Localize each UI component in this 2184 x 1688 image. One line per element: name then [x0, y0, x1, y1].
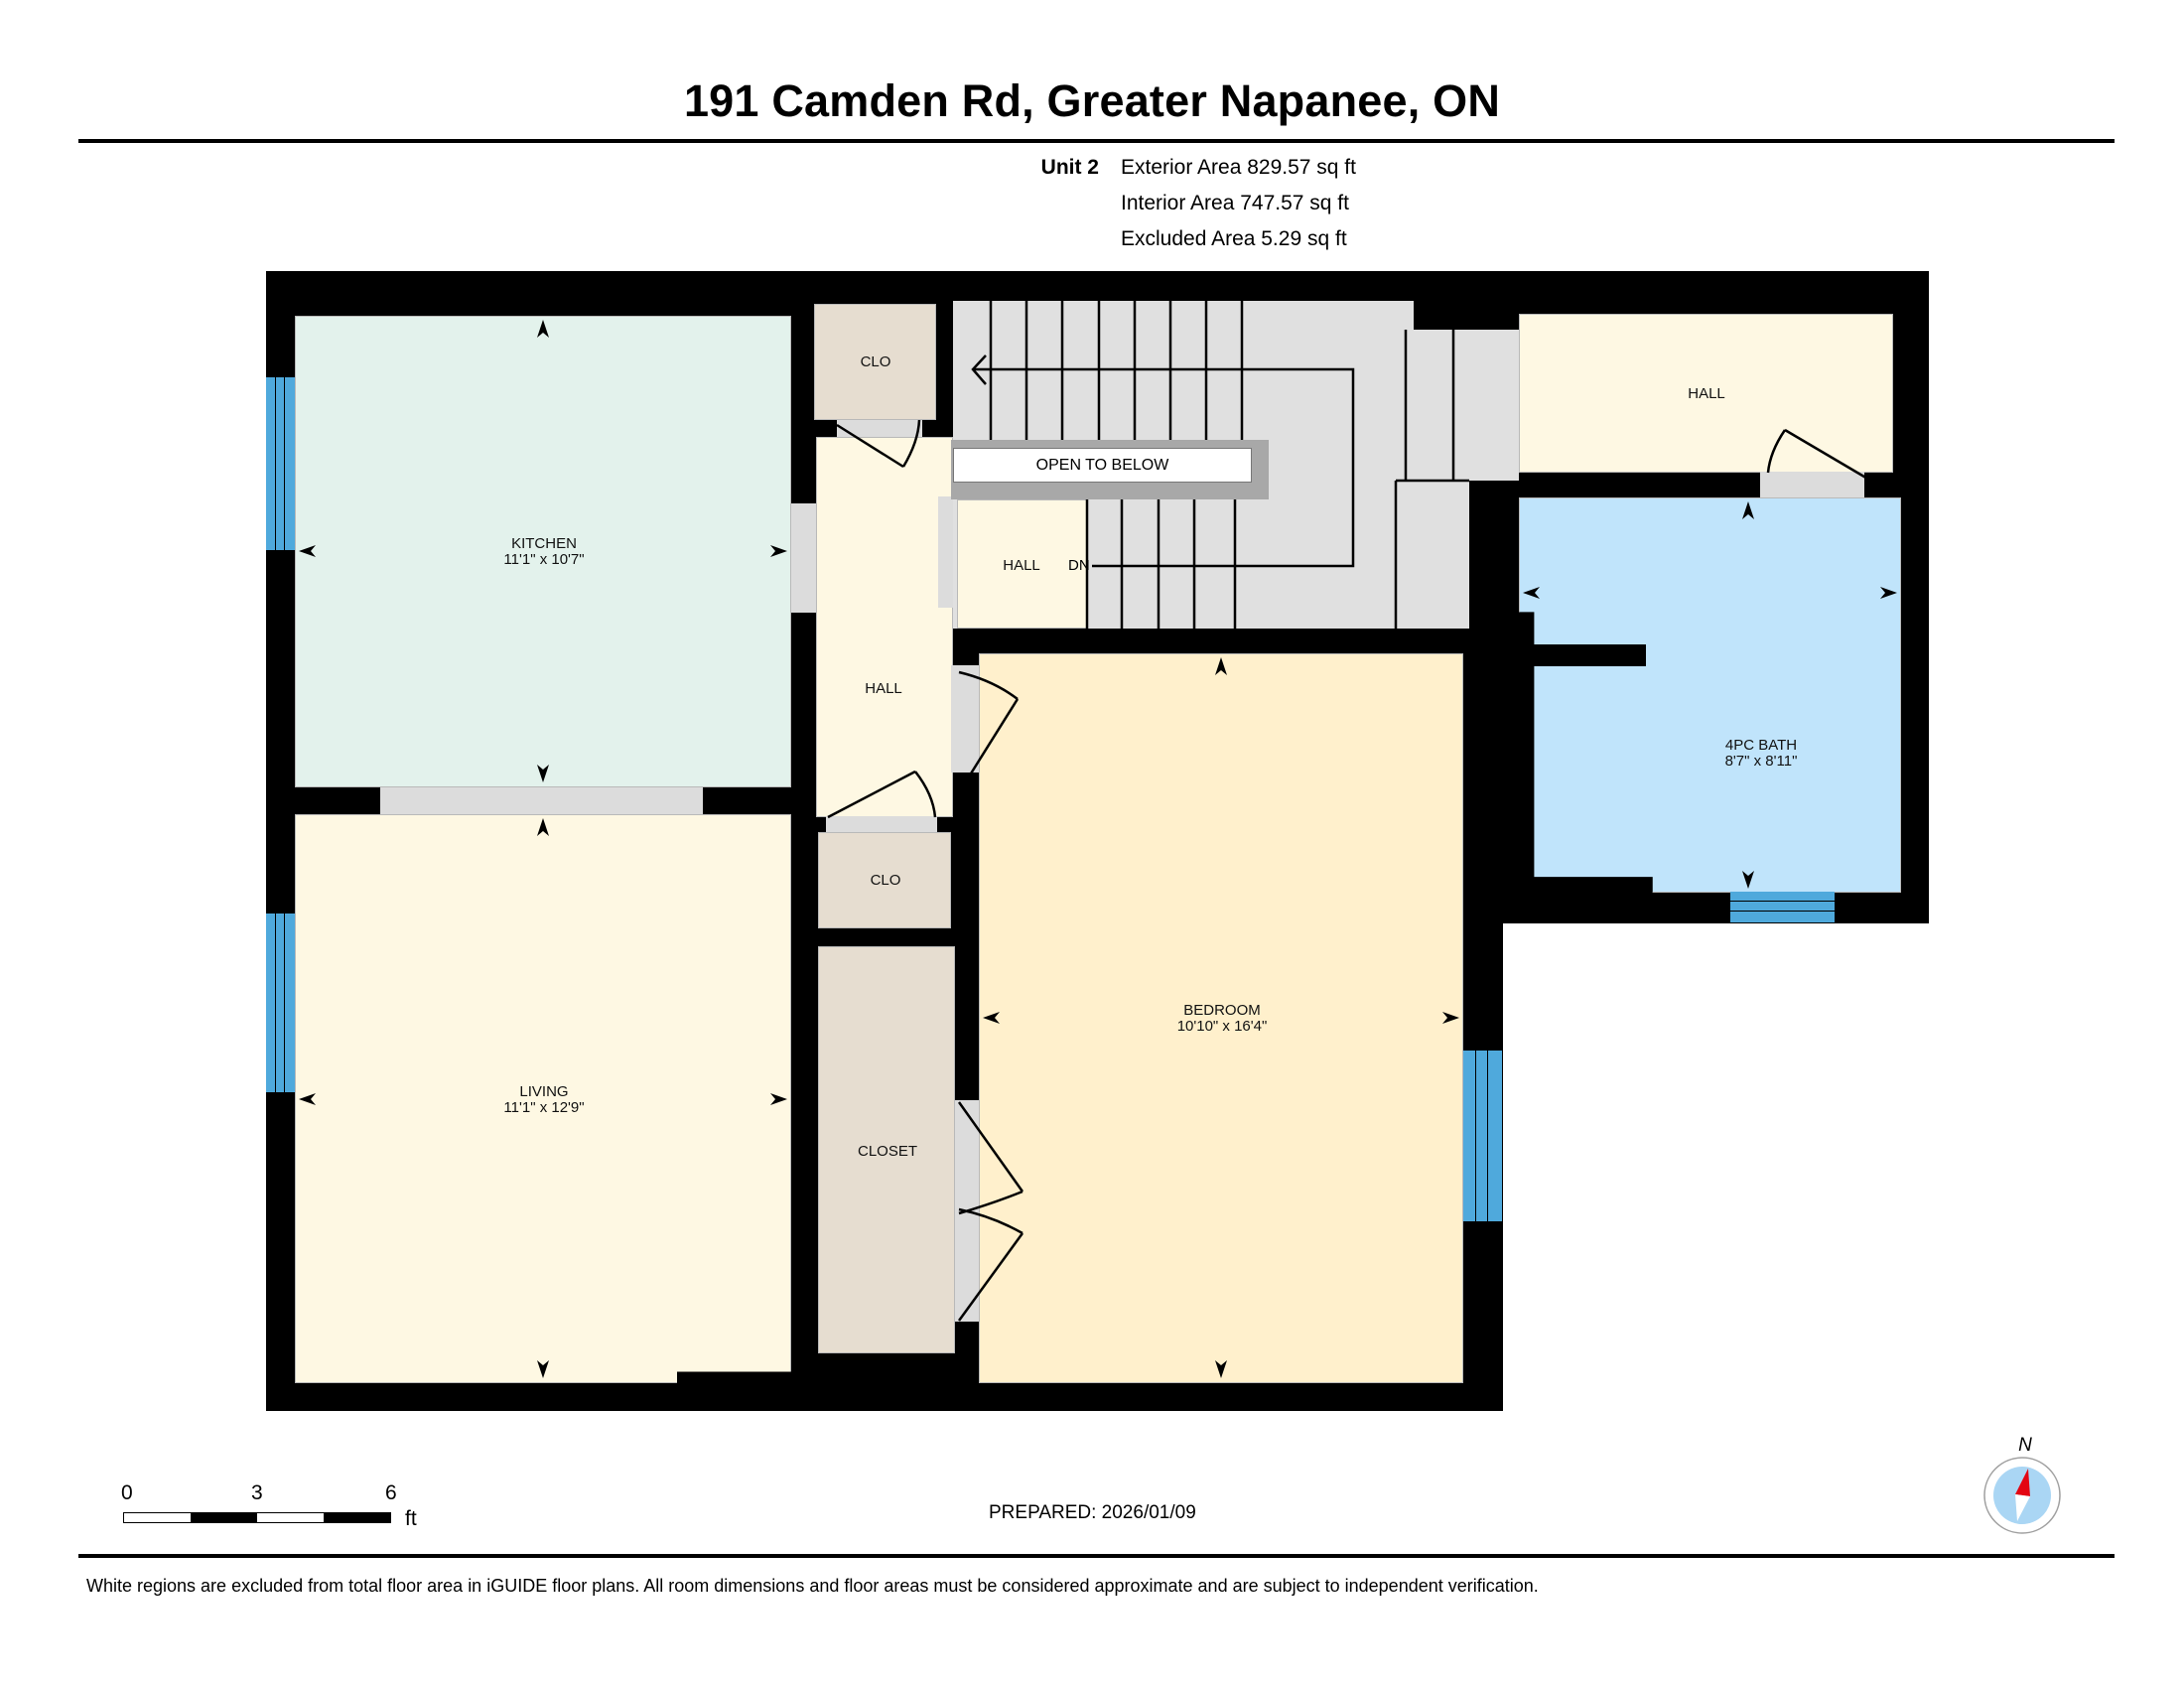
excluded-area: Excluded Area 5.29 sq ft — [1121, 227, 1347, 250]
opening-hall-bath — [1760, 472, 1864, 497]
bottom-rule — [78, 1554, 2115, 1558]
bedroom-dims: 10'10" x 16'4" — [1176, 1018, 1268, 1035]
window-bedroom — [1463, 1051, 1502, 1221]
page-title: 191 Camden Rd, Greater Napanee, ON — [683, 75, 1501, 126]
stair-dn-label: DN — [1068, 557, 1090, 574]
scale-tick-6-label: 6 — [385, 1481, 397, 1504]
clo-lower-name: CLO — [870, 872, 901, 889]
scale-tick-3-label: 3 — [251, 1481, 263, 1504]
bath-dims: 8'7" x 8'11" — [1724, 753, 1798, 770]
svg-text:N: N — [2018, 1435, 2032, 1456]
living-dims: 11'1" x 12'9" — [503, 1099, 585, 1116]
kitchen-name: KITCHEN — [511, 535, 577, 552]
window-kitchen — [266, 377, 295, 550]
footer-disclaimer: White regions are excluded from total fl… — [86, 1576, 1539, 1596]
opening-hall-stair — [938, 496, 955, 608]
exterior-area: Exterior Area 829.57 sq ft — [1121, 156, 1356, 179]
kitchen-dims: 11'1" x 10'7" — [503, 551, 585, 568]
open-to-below: OPEN TO BELOW — [953, 448, 1252, 483]
clo-top-name: CLO — [860, 353, 891, 370]
stairs-landing-right — [1414, 330, 1519, 481]
wall-bath-stub — [1519, 644, 1646, 666]
bath-name: 4PC BATH — [1724, 737, 1798, 754]
hall-upper-right-name: HALL — [1688, 385, 1725, 402]
window-living — [266, 914, 295, 1092]
room-living[interactable]: LIVING 11'1" x 12'9" — [295, 814, 791, 1383]
bedroom-name: BEDROOM — [1183, 1002, 1261, 1019]
scale-tick-0: 0 — [121, 1481, 133, 1504]
prepared-date: PREPARED: 2026/01/09 — [989, 1502, 1196, 1523]
room-bath[interactable]: 4PC BATH 8'7" x 8'11" — [1519, 497, 1901, 893]
opening-kitchen-living — [380, 787, 703, 814]
top-rule — [78, 139, 2115, 143]
room-kitchen[interactable]: KITCHEN 11'1" x 10'7" — [295, 316, 791, 787]
room-bedroom[interactable]: BEDROOM 10'10" x 16'4" — [979, 653, 1463, 1383]
opening-clo-top — [837, 420, 922, 437]
scale-bar: 0 6 3 6 ft — [117, 1481, 445, 1541]
compass: N — [1980, 1434, 2070, 1534]
room-closet[interactable]: CLOSET — [818, 946, 955, 1353]
opening-kitchen-hall — [791, 503, 817, 613]
window-bath — [1730, 892, 1835, 922]
room-hall-center[interactable]: HALL — [816, 437, 953, 817]
stairs-lower-right — [1404, 481, 1469, 629]
scale-unit: ft — [405, 1507, 417, 1530]
opening-clo-lower — [826, 816, 937, 832]
room-clo-lower[interactable]: CLO — [818, 832, 951, 928]
opening-hall-bedroom — [951, 665, 979, 773]
hall-center-name: HALL — [865, 680, 902, 697]
room-hall-upper-right[interactable]: HALL — [1519, 314, 1893, 473]
hall-stair-name: HALL — [1003, 557, 1040, 574]
room-hall-stair[interactable]: HALL — [957, 499, 1087, 629]
living-name: LIVING — [519, 1083, 569, 1100]
closet-name: CLOSET — [857, 1143, 918, 1160]
room-clo-top[interactable]: CLO — [814, 304, 936, 420]
unit-label: Unit 2 — [1040, 156, 1099, 179]
compass-icon: N — [1983, 1435, 2061, 1534]
interior-area: Interior Area 747.57 sq ft — [1121, 192, 1349, 214]
scale-bar-graphic — [123, 1512, 391, 1523]
